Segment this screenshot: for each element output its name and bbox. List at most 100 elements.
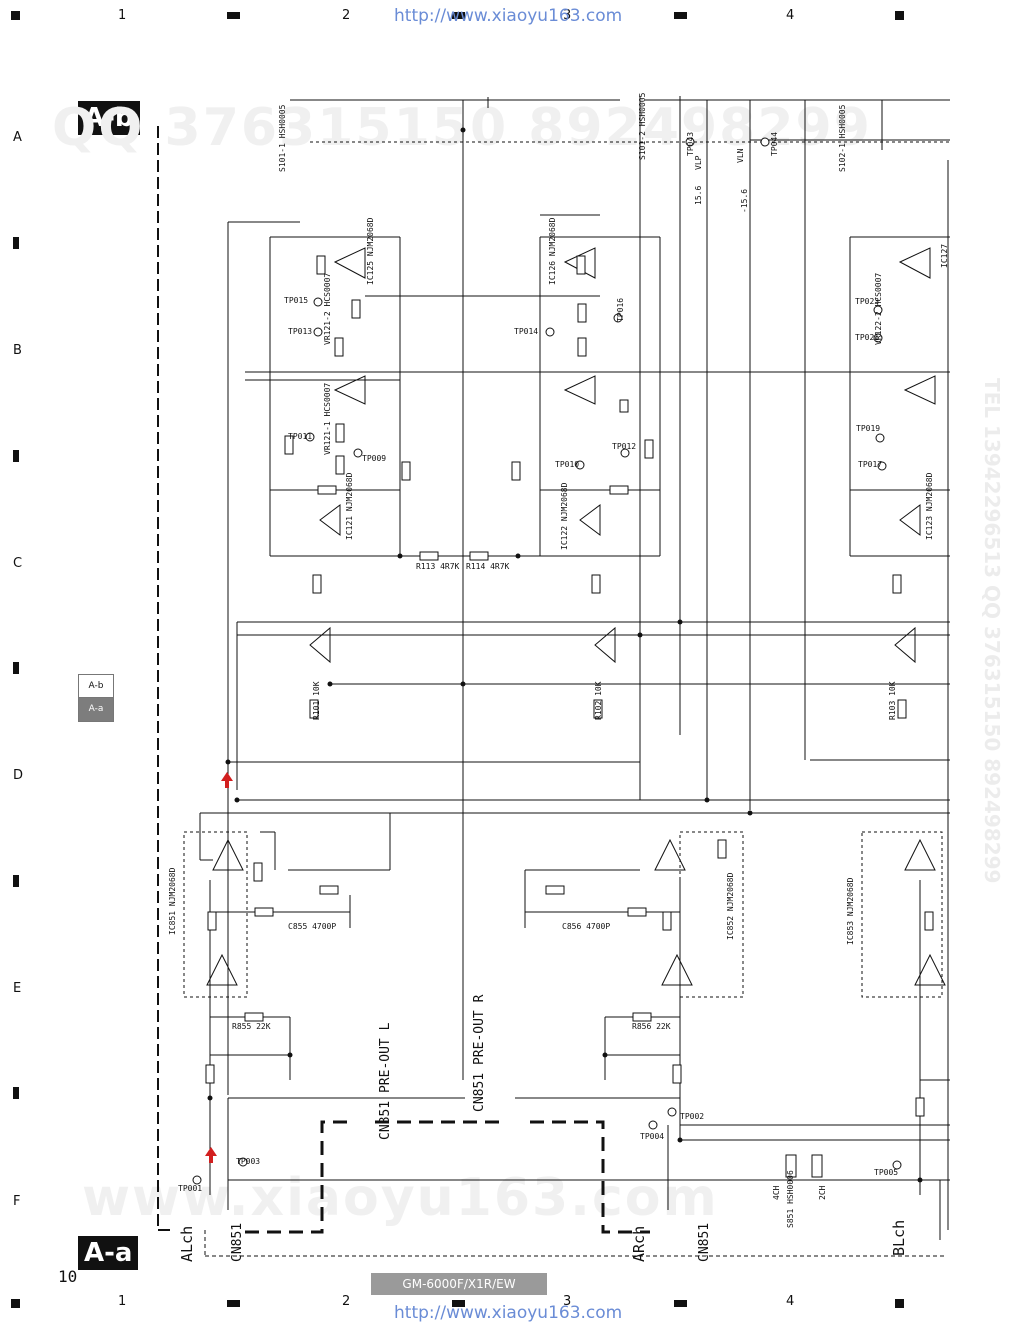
watermark-url-bottom: http://www.xiaoyu163.com: [394, 1303, 623, 1323]
watermark-top: QQ 376315150 892498299: [52, 98, 872, 158]
ic-label: IC122 NJM2068D: [560, 482, 569, 550]
ic-label: IC123 NJM2068D: [925, 472, 934, 540]
ic-label: IC853 NJM2068D: [846, 877, 855, 945]
row-letter-b: B: [13, 343, 22, 358]
capacitor-label: C856 4700P: [562, 922, 611, 931]
test-point-label: TP012: [612, 442, 637, 451]
voltage-label: -15.6: [740, 188, 749, 213]
section-nav[interactable]: A-b A-a: [78, 674, 114, 722]
ic-label: IC851 NJM2068D: [168, 867, 177, 935]
ic-label: IC852 NJM2068D: [726, 872, 735, 940]
registration-mark: [227, 12, 240, 19]
row-letter-e: E: [13, 981, 22, 996]
connector-label: CN851 PRE-OUT R: [472, 994, 487, 1112]
connector-label: CN851: [697, 1222, 712, 1262]
ic-label: IC127: [940, 243, 949, 268]
column-number-1-bottom: 1: [118, 1294, 127, 1309]
signal-flow-arrow: [221, 772, 233, 781]
test-point-label: TP004: [640, 1132, 665, 1141]
registration-mark: [13, 662, 19, 674]
column-number-3: 3: [563, 8, 572, 23]
test-point-label: TP014: [514, 327, 539, 336]
registration-mark: [895, 11, 904, 20]
test-point-label: TP009: [362, 454, 387, 463]
registration-mark: [227, 1300, 240, 1307]
resistor-label: R101 10K: [312, 681, 321, 720]
section-tag-a-a: A-a: [78, 1236, 139, 1270]
nav-tab-a-b[interactable]: A-b: [79, 675, 113, 698]
registration-mark: [13, 875, 19, 887]
capacitor-label: C855 4700P: [288, 922, 337, 931]
column-number-3-bottom: 3: [563, 1294, 572, 1309]
model-name: GM-6000F/X1R/EW: [371, 1273, 547, 1295]
column-number-1: 1: [118, 8, 127, 23]
resistor-label: R855 22K: [232, 1022, 271, 1031]
watermark-url-top: http://www.xiaoyu163.com: [394, 6, 623, 26]
watermark-side: TEL 13942296513 QQ 376315150 892498299: [980, 378, 1004, 884]
registration-mark: [674, 1300, 687, 1307]
resistor-label: R103 10K: [888, 681, 897, 720]
column-number-4-bottom: 4: [786, 1294, 795, 1309]
switch-label: 2CH: [818, 1185, 827, 1200]
ic-label: IC121 NJM2068D: [345, 472, 354, 540]
test-point-label: TP005: [874, 1168, 899, 1177]
page-number: 10: [58, 1267, 78, 1286]
test-point-label: TP019: [856, 424, 881, 433]
rail-label: VLP: [694, 155, 703, 170]
registration-mark: [13, 237, 19, 249]
watermark-bottom: www.xiaoyu163.com: [82, 1168, 719, 1228]
switch-label: 4CH: [772, 1185, 781, 1200]
registration-mark: [452, 12, 465, 19]
registration-mark: [11, 11, 20, 20]
test-point-label: TP021: [855, 333, 880, 342]
trimmer-label: VR121-2 HCS0007: [323, 272, 332, 345]
switch-label: S851 HSH0006: [786, 1170, 795, 1228]
resistor-label: R113 4R7K: [416, 562, 460, 571]
registration-mark: [13, 450, 19, 462]
ic-label: IC125 NJM2068D: [366, 217, 375, 285]
registration-mark: [13, 1087, 19, 1099]
registration-mark: [895, 1299, 904, 1308]
column-number-4: 4: [786, 8, 795, 23]
test-point-label: TP001: [178, 1184, 203, 1193]
column-number-2-bottom: 2: [342, 1294, 351, 1309]
voltage-label: 15.6: [694, 185, 703, 205]
registration-mark: [452, 1300, 465, 1307]
test-point-label: TP013: [288, 327, 313, 336]
resistor-label: R102 10K: [594, 681, 603, 720]
switch-label: S101-1 HSH0005: [278, 104, 287, 172]
test-point-label: TP010: [555, 460, 580, 469]
resistor-label: R114 4R7K: [466, 562, 510, 571]
nav-tab-a-a[interactable]: A-a: [79, 698, 113, 721]
registration-mark: [674, 12, 687, 19]
test-point-label: TP015: [284, 296, 309, 305]
channel-label: ALch: [178, 1225, 196, 1262]
signal-flow-arrow: [205, 1147, 217, 1156]
channel-label: BLch: [890, 1219, 908, 1256]
switch-label: S102-1 HSH0005: [838, 104, 847, 172]
row-letter-c: C: [13, 556, 23, 571]
test-point-label: TP016: [616, 297, 625, 322]
rail-label: VLN: [736, 148, 745, 163]
signal-flow-arrow-stem: [209, 1156, 213, 1163]
column-number-2: 2: [342, 8, 351, 23]
registration-mark: [11, 1299, 20, 1308]
test-point-label: TP044: [770, 131, 779, 156]
switch-label: S101-2 HSH0005: [638, 92, 647, 160]
test-point-label: TP023: [855, 297, 880, 306]
signal-flow-arrow-stem: [225, 781, 229, 788]
connector-label: CN851: [230, 1222, 245, 1262]
test-point-label: TP017: [858, 460, 883, 469]
row-letter-a: A: [13, 130, 22, 145]
trimmer-label: VR121-1 HCS0007: [323, 382, 332, 455]
test-point-label: TP003: [236, 1157, 261, 1166]
section-tag-a-b: A-b: [78, 101, 140, 135]
test-point-label: TP043: [686, 131, 695, 156]
connector-label: CN851 PRE-OUT L: [378, 1022, 393, 1140]
channel-label: ARch: [630, 1225, 648, 1262]
row-letter-d: D: [13, 768, 24, 783]
resistor-label: R856 22K: [632, 1022, 671, 1031]
test-point-label: TP002: [680, 1112, 705, 1121]
ic-label: IC126 NJM2068D: [548, 217, 557, 285]
